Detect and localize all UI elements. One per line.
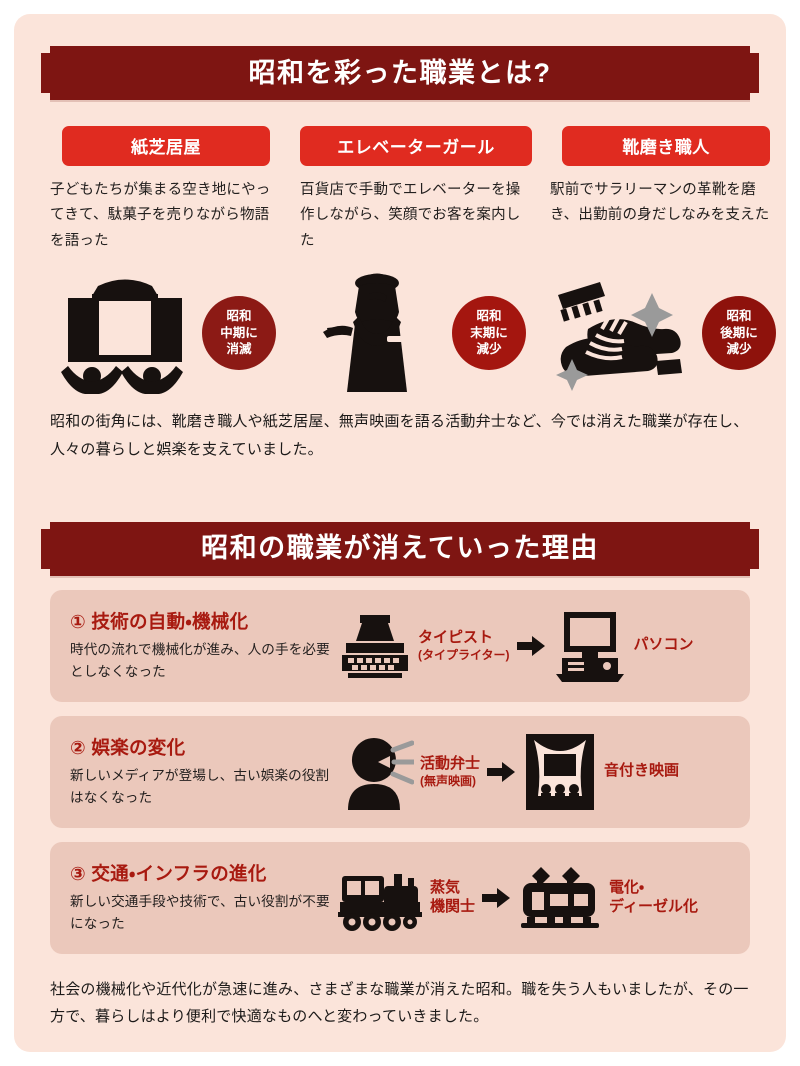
illustration-cell-elevator-girl: 昭和 末期に 減少 — [300, 268, 532, 398]
reason-title: ② 娯楽の変化 — [70, 737, 186, 759]
illustration-cell-kamishibai: 昭和 中期に 消滅 — [50, 268, 282, 398]
section1-banner-ribbon: 昭和を彩った職業とは? — [41, 46, 759, 100]
flow-from-main: 活動弁士 — [420, 754, 481, 772]
section-spacer — [50, 464, 750, 508]
reason-flow-diagram: 活動弁士 (無声映画) — [338, 732, 736, 812]
badge-line-3: 減少 — [476, 342, 502, 357]
badge-line-2: 末期に — [470, 325, 508, 340]
electric-train-icon — [517, 863, 603, 933]
badge-line-1: 昭和 — [226, 309, 252, 324]
flow-to-label-sound-film: 音付き映画 — [604, 762, 680, 780]
badge-line-2: 中期に — [220, 325, 258, 340]
reason-text-block: ② 娯楽の変化 新しいメディアが登場し、古い娯楽の役割はなくなった — [70, 734, 338, 809]
reason-card-entertainment: ② 娯楽の変化 新しいメディアが登場し、古い娯楽の役割はなくなった — [50, 715, 750, 828]
section2-conclusion-paragraph: 社会の機械化や近代化が急速に進み、さまざまな職業が消えた昭和。職を失う人もいまし… — [50, 980, 749, 1026]
flow-to-line1: 電化・ — [609, 878, 645, 896]
flow-from-main: タイピスト — [418, 628, 494, 646]
reason-subtitle: 新しい交通手段や技術で、古い役割が不要になった — [70, 894, 330, 932]
reason-text-block: ③ 交通・インフラの進化 新しい交通手段や技術で、古い役割が不要になった — [70, 860, 338, 935]
profession-description: 駅前でサラリーマンの革靴を磨き、出勤前の身だしなみを支えた — [550, 182, 770, 224]
profession-header-row: 紙芝居屋 子どもたちが集まる空き地にやってきて、駄菓子を売りながら物語を語った … — [50, 126, 770, 254]
profession-column-kamishibai: 紙芝居屋 子どもたちが集まる空き地にやってきて、駄菓子を売りながら物語を語った — [50, 126, 282, 254]
desktop-computer-icon — [552, 610, 628, 682]
section1-title: 昭和を彩った職業とは? — [248, 57, 552, 88]
profession-description: 子どもたちが集まる空き地にやってきて、駄菓子を売りながら物語を語った — [50, 182, 271, 249]
flow-to-label-electrification: 電化・ ディーゼル化 — [609, 879, 698, 917]
shoe-shine-icon — [550, 271, 700, 396]
flow-from-sub: (無声映画) — [420, 773, 476, 788]
arrow-right-icon — [486, 761, 516, 782]
flow-to-line2: ディーゼル化 — [609, 897, 698, 915]
reason-subtitle: 時代の流れで機械化が進み、人の手を必要としなくなった — [70, 642, 330, 680]
content-panel: 昭和を彩った職業とは? 紙芝居屋 子どもたちが集まる空き地にやってきて、駄菓子を… — [14, 14, 786, 1052]
section2-banner-ribbon: 昭和の職業が消えていった理由 — [41, 521, 759, 576]
badge-line-1: 昭和 — [476, 309, 502, 324]
reason-flow-diagram: 蒸気 機関士 — [338, 863, 736, 933]
typewriter-icon — [338, 609, 412, 683]
flow-from-sub: (タイプライター) — [418, 647, 510, 662]
profession-column-elevator-girl: エレベーターガール 百貨店で手動でエレベーターを操作しながら、笑顔でお客を案内し… — [300, 126, 532, 254]
illustration-cell-shoe-shine: 昭和 後期に 減少 — [550, 268, 782, 398]
badge-line-3: 減少 — [726, 342, 752, 357]
badge-line-2: 後期に — [720, 325, 758, 340]
elevator-girl-icon — [300, 271, 450, 396]
flow-from-main: 蒸気 — [430, 878, 461, 896]
flow-from-sub: 機関士 — [430, 897, 476, 915]
reason-card-automation: ① 技術の自動・機械化 時代の流れで機械化が進み、人の手を必要としなくなった — [50, 589, 750, 702]
section1-banner: 昭和を彩った職業とは? — [41, 46, 759, 100]
section2-banner: 昭和の職業が消えていった理由 — [41, 521, 759, 576]
reason-card-transport: ③ 交通・インフラの進化 新しい交通手段や技術で、古い役割が不要になった — [50, 841, 750, 954]
steam-locomotive-icon — [338, 864, 424, 932]
badge-line-3: 消滅 — [226, 342, 252, 357]
profession-name-badge: エレベーターガール — [300, 126, 532, 166]
status-badge-shoe-shine: 昭和 後期に 減少 — [702, 296, 776, 371]
profession-column-shoe-shiner: 靴磨き職人 駅前でサラリーマンの革靴を磨き、出勤前の身だしなみを支えた — [550, 126, 782, 254]
status-badge-elevator-girl: 昭和 末期に 減少 — [452, 296, 526, 371]
benshi-narrator-icon — [338, 734, 414, 810]
arrow-right-icon — [481, 887, 511, 908]
flow-from-label-typist: タイピスト (タイプライター) — [418, 629, 510, 663]
reason-title: ① 技術の自動・機械化 — [70, 611, 249, 633]
profession-name-badge: 紙芝居屋 — [62, 126, 270, 166]
flow-from-label-steam-engineer: 蒸気 機関士 — [430, 879, 475, 917]
reason-flow-diagram: タイピスト (タイプライター) — [338, 609, 736, 683]
reason-title: ③ 交通・インフラの進化 — [70, 863, 267, 885]
arrow-right-icon — [516, 635, 546, 656]
kamishibai-stage-icon — [50, 271, 200, 396]
reason-text-block: ① 技術の自動・機械化 時代の流れで機械化が進み、人の手を必要としなくなった — [70, 608, 338, 683]
section1-summary-paragraph: 昭和の街角には、靴磨き職人や紙芝居屋、無声映画を語る活動弁士など、今では消えた職… — [50, 413, 749, 458]
section2-title: 昭和の職業が消えていった理由 — [201, 533, 599, 564]
flow-to-label-pc: パソコン — [633, 636, 694, 654]
reason-subtitle: 新しいメディアが登場し、古い娯楽の役割はなくなった — [70, 768, 330, 806]
badge-line-1: 昭和 — [726, 309, 752, 324]
status-badge-kamishibai: 昭和 中期に 消滅 — [202, 296, 276, 371]
profession-name-badge: 靴磨き職人 — [562, 126, 770, 166]
flow-from-label-benshi: 活動弁士 (無声映画) — [420, 755, 480, 789]
profession-description: 百貨店で手動でエレベーターを操作しながら、笑顔でお客を案内した — [300, 182, 521, 249]
movie-theater-icon — [522, 732, 598, 812]
profession-illustration-row: 昭和 中期に 消滅 — [50, 268, 776, 398]
